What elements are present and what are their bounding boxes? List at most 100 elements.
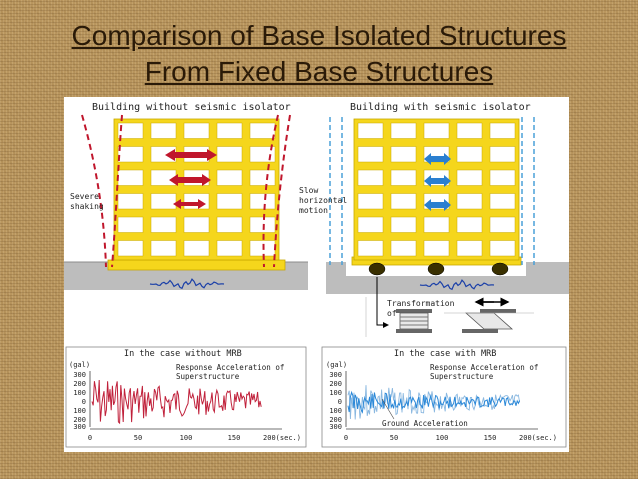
building-window [183, 240, 210, 257]
y-tick-label: 0 [338, 398, 342, 406]
left-label-line-2: shaking [70, 202, 104, 211]
building-window [249, 122, 276, 139]
building-frame [353, 118, 520, 261]
building-window [357, 169, 384, 186]
building-window [150, 122, 177, 139]
building-window [423, 240, 450, 257]
y-tick-label: 300 [329, 371, 342, 379]
right-label-line-2: horizontal [299, 196, 347, 205]
building-window [117, 146, 144, 163]
graph-left-caption: In the case without MRB [124, 349, 242, 359]
graph-left: In the case without MRB (gal) Response A… [65, 346, 307, 448]
y-tick-label: 200 [329, 416, 342, 424]
building-window [249, 240, 276, 257]
graph-left-unit: (gal) [69, 361, 90, 369]
x-tick-label: 200(sec.) [263, 434, 301, 442]
y-tick-label: 300 [329, 423, 342, 431]
building-window [390, 193, 417, 210]
building-window [489, 169, 516, 186]
building-base [107, 259, 286, 271]
graph-right: In the case with MRB (gal) Response Acce… [321, 346, 567, 448]
graph-right-caption: In the case with MRB [394, 349, 496, 359]
x-tick-label: 100 [180, 434, 193, 442]
building-window [423, 122, 450, 139]
building-window [456, 122, 483, 139]
x-tick-label: 200(sec.) [519, 434, 557, 442]
y-tick-label: 200 [329, 380, 342, 388]
right-blue-arrows [424, 153, 451, 211]
building-frame [113, 118, 280, 261]
building-window [489, 240, 516, 257]
x-tick-label: 150 [484, 434, 497, 442]
building-window [357, 240, 384, 257]
building-window [216, 240, 243, 257]
building-window [390, 146, 417, 163]
y-tick-label: 300 [73, 371, 86, 379]
slide-title-line-2: From Fixed Base Structures [144, 56, 494, 87]
y-tick-label: 100 [73, 407, 86, 415]
graph-right-response-trace [347, 390, 521, 414]
graph-left-legend-line-2: Superstructure [176, 372, 240, 381]
building-window [390, 240, 417, 257]
building-window [456, 240, 483, 257]
building-window [216, 216, 243, 233]
mrb-callout-arrow [376, 277, 389, 328]
y-tick-label: 200 [73, 380, 86, 388]
ground-label-leader [381, 398, 395, 420]
right-heading: Building with seismic isolator [350, 102, 531, 113]
building-window [249, 216, 276, 233]
y-tick-label: 100 [329, 407, 342, 415]
mrb-normal-icon [396, 309, 432, 333]
mrb-deformed-icon [444, 297, 534, 333]
y-tick-label: 0 [82, 398, 86, 406]
y-tick-label: 100 [329, 389, 342, 397]
building-window [249, 146, 276, 163]
x-tick-label: 150 [228, 434, 241, 442]
slide-title-line-1: Comparison of Base Isolated Structures [71, 20, 567, 51]
building-window [150, 193, 177, 210]
building-window [249, 169, 276, 186]
right-label-line-1: Slow [299, 186, 318, 195]
graph-left-response-trace [91, 379, 262, 425]
building-window [390, 169, 417, 186]
building-window [216, 122, 243, 139]
right-seismic-wave [419, 279, 495, 291]
building-window [117, 240, 144, 257]
y-tick-label: 100 [73, 389, 86, 397]
building-window [357, 193, 384, 210]
building-window [216, 146, 243, 163]
building-window [390, 216, 417, 233]
building-window [150, 240, 177, 257]
left-heading: Building without seismic isolator [92, 102, 291, 113]
building-window [216, 193, 243, 210]
graph-right-legend-line-2: Superstructure [430, 372, 494, 381]
left-building [107, 118, 286, 271]
building-window [117, 122, 144, 139]
right-label-line-3: motion [299, 206, 328, 215]
y-tick-label: 300 [73, 423, 86, 431]
left-label-line-1: Severe [70, 192, 99, 201]
x-tick-label: 0 [88, 434, 92, 442]
left-shake-curves [81, 114, 291, 268]
y-tick-label: 200 [73, 416, 86, 424]
building-window [117, 193, 144, 210]
right-motion-lines [329, 117, 535, 265]
graph-right-unit: (gal) [326, 361, 347, 369]
building-window [456, 169, 483, 186]
building-window [456, 193, 483, 210]
graph-left-x-ticks: 0 50 100 150 200(sec.) [88, 434, 301, 442]
x-tick-label: 50 [134, 434, 142, 442]
graph-left-legend-line-1: Response Acceleration of [176, 363, 284, 372]
left-seismic-wave [149, 278, 225, 290]
building-window [150, 216, 177, 233]
building-window [117, 216, 144, 233]
graph-right-ground-label: Ground Acceleration [382, 419, 468, 428]
x-tick-label: 0 [344, 434, 348, 442]
building-window [117, 169, 144, 186]
building-window [489, 216, 516, 233]
diagram-panel: Building without seismic isolator Severe… [64, 97, 569, 452]
x-tick-label: 50 [390, 434, 398, 442]
seismic-isolator-bearings [368, 262, 509, 276]
